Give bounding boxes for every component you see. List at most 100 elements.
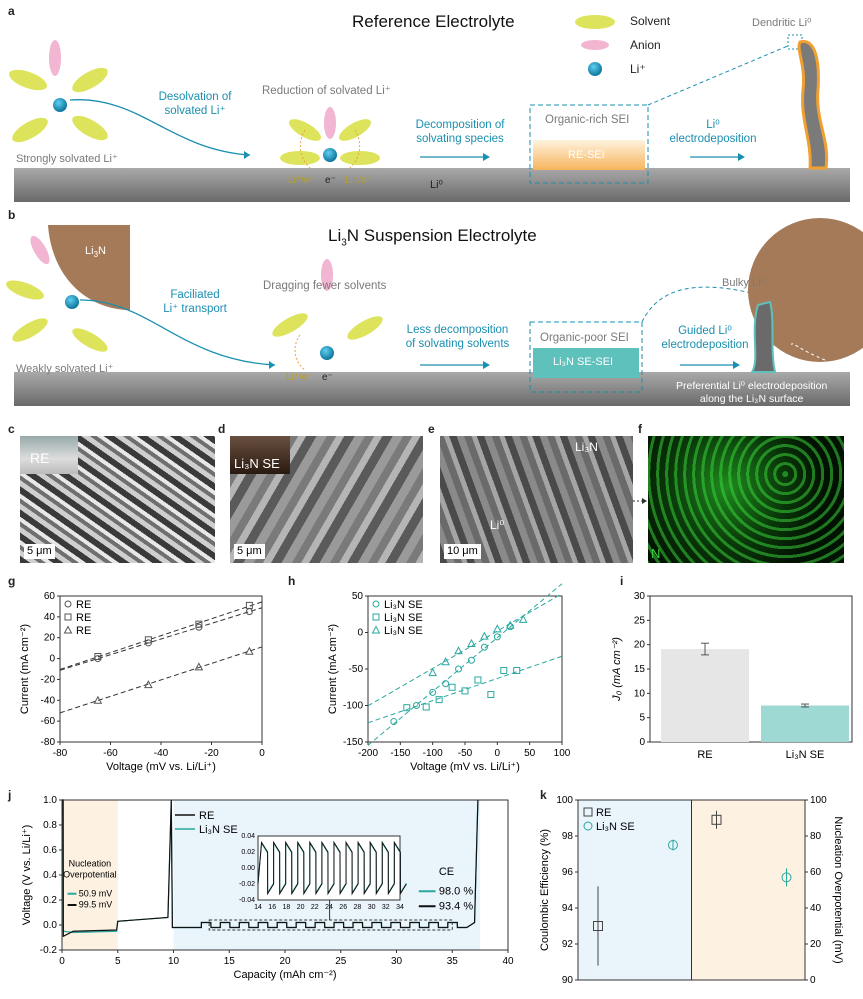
electrode-surface-a xyxy=(14,168,850,202)
y-tick-label: 0 xyxy=(639,737,645,748)
legend-label-li3n: Li₃N SE xyxy=(199,824,238,836)
panel-label-e: e xyxy=(428,422,435,436)
x-tick-label: -60 xyxy=(103,748,118,759)
reduction-cluster-a xyxy=(280,107,380,169)
electron-label-b: e⁻ xyxy=(322,372,333,383)
panel-label-d: d xyxy=(218,422,226,436)
sei-title-b: Organic-poor SEI xyxy=(540,332,629,344)
ce-point xyxy=(668,840,678,850)
decomposition-label: Decomposition of solvating species xyxy=(415,119,505,145)
nuc-value-re: 99.5 mV xyxy=(79,900,113,910)
y-tick-label-right: 0 xyxy=(810,975,816,986)
sem-image-li3n-se: Li₃N SE 5 μm xyxy=(230,436,423,563)
y-tick-label-left: 98 xyxy=(562,831,574,842)
data-point xyxy=(435,696,443,704)
y-tick-label-left: 96 xyxy=(562,867,574,878)
li3n-vial-photo xyxy=(230,436,290,474)
data-point xyxy=(442,680,450,688)
legend-marker xyxy=(63,625,73,634)
transport-label: Faciliated Li⁺ transport xyxy=(163,289,227,315)
y-tick-label: -80 xyxy=(41,737,56,748)
data-point xyxy=(144,680,153,689)
li3n-particle xyxy=(48,225,130,310)
data-point xyxy=(245,646,254,655)
data-point xyxy=(455,665,463,673)
inset-x-tick-label: 22 xyxy=(311,904,319,911)
li3n-sei-label: Li₃N SE-SEI xyxy=(553,356,614,368)
legend-marker xyxy=(64,600,72,608)
ce-point xyxy=(593,921,603,931)
inset-y-tick-label: 0.02 xyxy=(241,849,255,856)
fit-line xyxy=(367,583,563,746)
y-tick-label: 60 xyxy=(44,591,56,602)
y-tick-label-left: 92 xyxy=(562,939,574,950)
panel-label-j: j xyxy=(8,788,12,802)
data-point xyxy=(505,620,515,629)
data-point xyxy=(429,688,437,696)
inset-y-tick-label: -0.02 xyxy=(239,881,255,888)
y-tick-label: -60 xyxy=(41,716,56,727)
inset-x-tick-label: 30 xyxy=(368,904,376,911)
category-label: Li₃N SE xyxy=(786,749,825,761)
inset-zoom-box xyxy=(208,919,453,931)
x-tick-label: -80 xyxy=(53,748,68,759)
y-tick-label: 1.0 xyxy=(43,795,57,806)
inset-x-tick-label: 14 xyxy=(254,904,262,911)
scale-bar-e: 10 μm xyxy=(444,544,481,559)
fit-line xyxy=(367,593,563,707)
x-tick-label: 30 xyxy=(391,956,403,967)
bar xyxy=(761,705,849,742)
re-voltage-curve xyxy=(62,799,479,938)
inset-x-tick-label: 16 xyxy=(268,904,276,911)
fit-line xyxy=(59,646,263,714)
data-point xyxy=(467,638,476,647)
y-tick-label: 5 xyxy=(639,713,645,724)
data-point xyxy=(480,631,489,640)
data-point xyxy=(441,657,450,666)
y-tick-label-left: 94 xyxy=(562,903,574,914)
solvated-li-cluster-a xyxy=(9,40,108,143)
panel-label-h: h xyxy=(288,574,296,588)
re-sei-layer xyxy=(533,140,645,170)
less-decomposition-label: Less decomposition of solvating solvents xyxy=(405,324,510,350)
data-point xyxy=(144,636,152,644)
lie-label-a2: Li⁺/e⁻ xyxy=(345,175,372,186)
arrow-to-eds xyxy=(633,498,647,504)
panel-a-diagram xyxy=(9,15,850,202)
data-point xyxy=(93,695,103,704)
x-axis-label: Voltage (mV vs. Li/Li⁺) xyxy=(106,761,216,773)
x-tick-label: -50 xyxy=(458,748,473,759)
y-axis-label-left: Coulombic Efficiency (%) xyxy=(539,829,551,951)
strongly-solvated-label: Strongly solvated Li⁺ xyxy=(16,153,118,165)
li3n-region-label: Li₃N xyxy=(575,440,598,454)
data-point xyxy=(195,620,203,628)
legend-label: RE xyxy=(76,599,91,611)
ce-region xyxy=(578,800,692,980)
panel-label-b: b xyxy=(8,208,16,222)
inset-re-curve xyxy=(257,840,407,896)
re-photo-label: RE xyxy=(30,450,50,466)
inset-y-tick-label: 0.04 xyxy=(241,833,255,840)
inset-x-tick-label: 20 xyxy=(297,904,305,911)
y-tick-label: 0 xyxy=(357,628,363,639)
y-tick-label: 10 xyxy=(634,688,646,699)
guided-label: Guided Li⁰ electrodeposition xyxy=(661,325,749,351)
y-tick-label: 0.0 xyxy=(43,920,57,931)
y-tick-label: 0.8 xyxy=(43,820,57,831)
y-axis-label-right: Nucleation Overpotential (mV) xyxy=(832,816,844,963)
y-tick-label-left: 90 xyxy=(562,975,574,986)
legend-label-re: RE xyxy=(199,810,214,822)
data-point xyxy=(454,646,463,655)
y-tick-label: 40 xyxy=(44,612,56,623)
y-tick-label: -20 xyxy=(41,674,56,685)
panel-label-i: i xyxy=(620,574,624,588)
nucleation-region xyxy=(691,800,805,980)
sem-image-cross-section: Li₃N Li⁰ 10 μm xyxy=(440,436,633,563)
li3n-photo-label: Li₃N SE xyxy=(234,456,280,471)
li3n-particle-large xyxy=(748,218,863,362)
data-point xyxy=(492,624,502,633)
reduction-label: Reduction of solvated Li⁺ xyxy=(262,85,391,97)
legend-solvent: Solvent xyxy=(630,14,671,28)
